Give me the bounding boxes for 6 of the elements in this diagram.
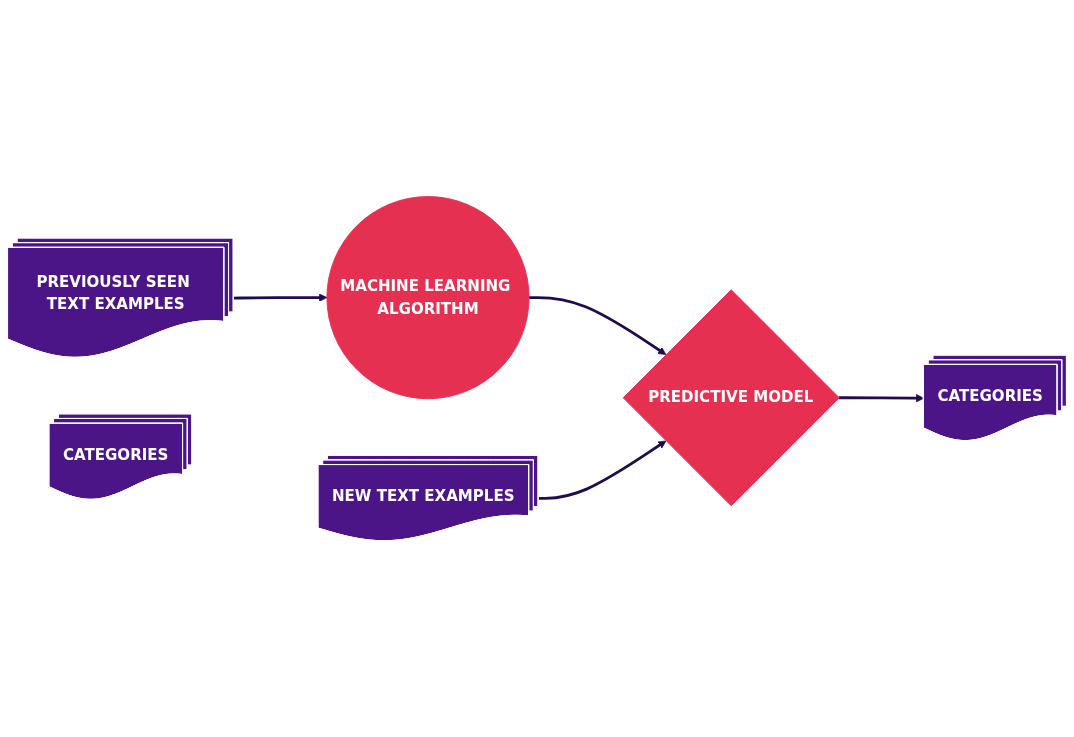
arrow bbox=[538, 440, 667, 500]
arrow bbox=[529, 296, 667, 355]
arrow bbox=[838, 393, 925, 403]
arrow bbox=[233, 293, 328, 302]
node-diamond: PREDICTIVE MODEL bbox=[622, 289, 840, 507]
node-circle: MACHINE LEARNING ALGORITHM bbox=[326, 195, 530, 400]
